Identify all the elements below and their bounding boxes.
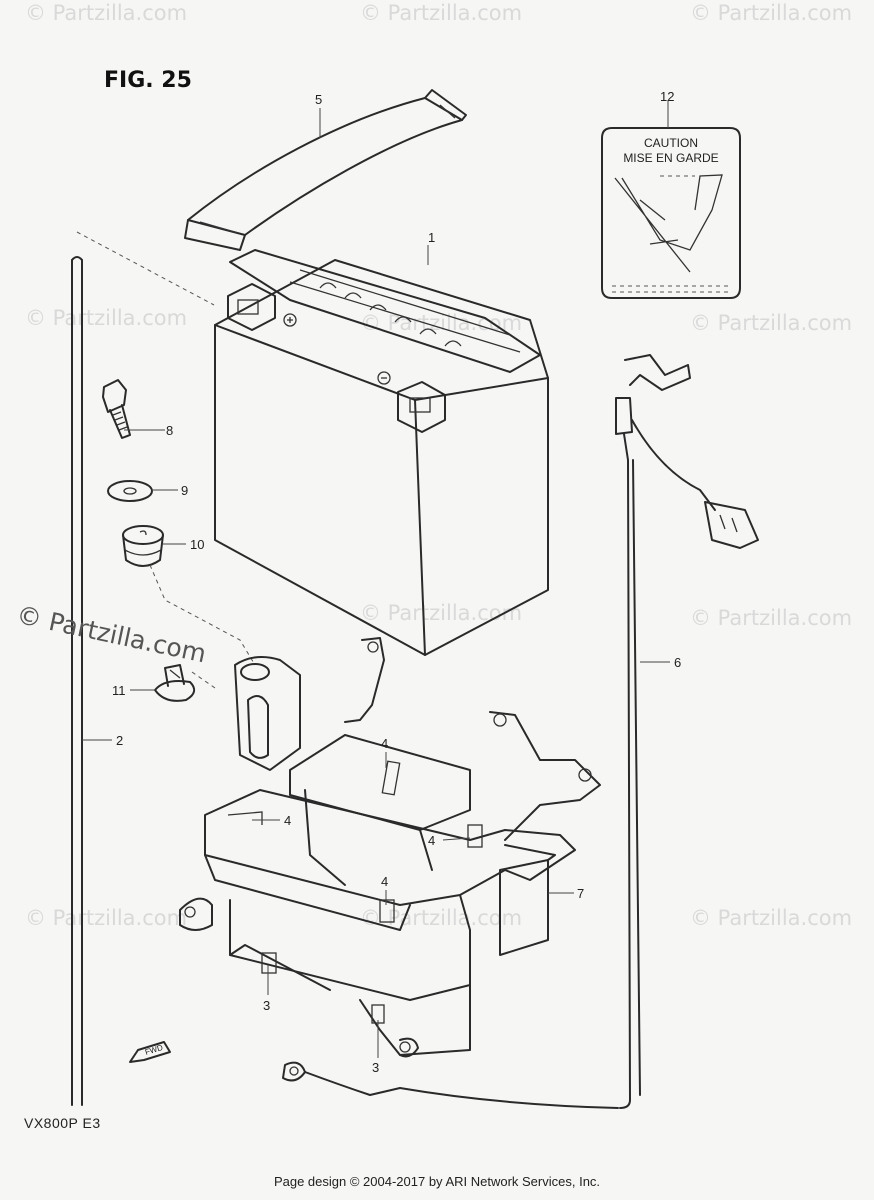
watermark-text: © Partzilla.com [690, 311, 852, 335]
callout-cushion-bottom-2: 3 [372, 1060, 379, 1075]
bolt [102, 379, 131, 439]
clamp [154, 664, 216, 702]
cover [499, 859, 549, 956]
battery-case: FWD [129, 637, 601, 1096]
caution-heading-fr: MISE EN GARDE [623, 151, 718, 165]
caution-heading: CAUTION [644, 136, 698, 150]
callout-cushion-side-d: 4 [381, 874, 388, 889]
callout-cushion: 10 [190, 537, 204, 552]
callout-cushion-side-a: 4 [381, 736, 388, 751]
washer [107, 480, 153, 502]
callout-clamp: 11 [112, 683, 126, 698]
watermark-text: © Partzilla.com [690, 606, 852, 630]
watermark-text: © Partzilla.com [25, 1, 187, 25]
watermark-text: © Partzilla.com [25, 306, 187, 330]
cushion [122, 525, 164, 567]
page-footer: Page design © 2004-2017 by ARI Network S… [273, 1174, 601, 1189]
callout-battery: 1 [428, 230, 435, 245]
ground-lead [399, 354, 759, 1109]
figure-title: FIG. 25 [104, 68, 192, 93]
vent-tube [71, 231, 215, 1106]
watermark-text: © Partzilla.com [690, 906, 852, 930]
watermark-text: © Partzilla.com [690, 1, 852, 25]
watermark-text: © Partzilla.com [25, 906, 187, 930]
watermark-text: © Partzilla.com [360, 601, 522, 625]
battery-band [184, 89, 467, 251]
callouts: 1 5 12 8 9 10 11 2 6 7 4 4 4 4 3 3 [82, 89, 681, 1075]
callout-cushion-side-c: 4 [428, 833, 435, 848]
callout-washer: 9 [181, 483, 188, 498]
caution-label-decal: CAUTION MISE EN GARDE [601, 127, 741, 299]
watermark-text: © Partzilla.com [360, 1, 522, 25]
battery [214, 249, 549, 656]
callout-caution-label: 12 [660, 89, 674, 104]
model-code: VX800P E3 [24, 1115, 101, 1131]
callout-bolt: 8 [166, 423, 173, 438]
assembly-guide-line [149, 564, 256, 666]
fwd-arrow-icon [129, 1041, 171, 1063]
callout-ground-lead: 6 [674, 655, 681, 670]
callout-cover: 7 [577, 886, 584, 901]
watermark-layer: © Partzilla.com © Partzilla.com © Partzi… [25, 1, 852, 930]
callout-vent-tube: 2 [116, 733, 123, 748]
callout-band: 5 [315, 92, 322, 107]
callout-cushion-bottom: 3 [263, 998, 270, 1013]
callout-cushion-side-b: 4 [284, 813, 291, 828]
